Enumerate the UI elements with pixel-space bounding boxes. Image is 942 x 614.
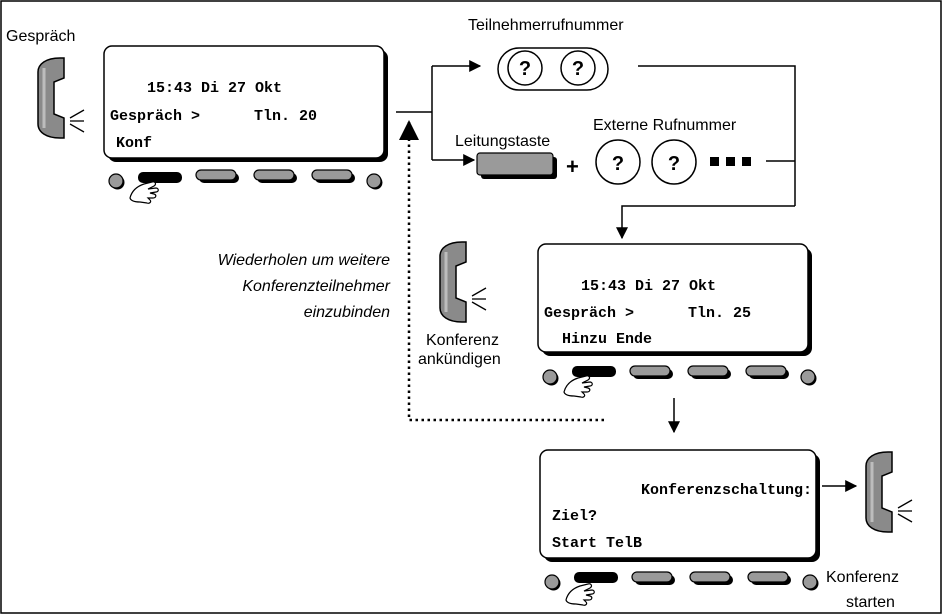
call-label: Gespräch [6,28,75,45]
pressed-softkey-1[interactable] [138,172,182,183]
left-round-key[interactable] [108,173,126,191]
softkey-2[interactable] [631,571,676,586]
ellipsis-dot [742,157,751,166]
softkey-4[interactable] [747,571,792,586]
external-number-keys: ? ? [595,139,751,185]
phone-display-2: 15:43 Di 27 Okt Gespräch > Tln. 25 Hinzu… [537,243,812,356]
display-1-status: Gespräch > Tln. 20 [110,108,317,125]
right-round-key[interactable] [366,173,384,191]
display-2-status: Gespräch > Tln. 25 [544,305,751,322]
pressing-hand-icon [565,583,595,606]
digit-placeholder: ? [668,153,680,175]
display-1-softkey-label: Konf [116,135,152,152]
digit-placeholder: ? [572,58,584,80]
digit-placeholder: ? [519,58,531,80]
start-label-2: starten [846,594,895,611]
digit-placeholder: ? [612,153,624,175]
svg-text:einzubinden: einzubinden [304,304,390,321]
subscriber-number-label: Teilnehmerrufnummer [468,17,624,34]
softkey-3[interactable] [253,169,298,184]
line-key-button [476,152,557,179]
repeat-note: Wiederholen um weitere Konferenzteilnehm… [218,252,391,321]
announce-label-1: Konferenz [426,332,499,349]
keypad-row-3 [544,571,820,606]
ring-waves-icon [897,499,913,523]
ellipsis-dot [726,157,735,166]
keypad-row-1 [108,169,384,204]
softkey-2[interactable] [195,169,240,184]
svg-text:Wiederholen um weitere: Wiederholen um weitere [218,252,390,269]
softkey-4[interactable] [311,169,356,184]
display-3-softkey-labels: Start TelB [552,535,642,552]
phone-display-3: Konferenzschaltung: Ziel? Start TelB [539,449,820,562]
right-round-key[interactable] [802,574,820,592]
ring-waves-icon [471,287,487,311]
left-round-key[interactable] [544,574,562,592]
softkey-4[interactable] [745,365,790,380]
plus-sign: + [566,154,579,179]
pressing-hand-icon [563,375,593,398]
connector-subscriber [638,65,796,206]
subscriber-number-keys: ? ? [497,47,609,91]
start-handset-icon [864,450,894,534]
announce-label-2: ankündigen [418,351,501,368]
keypad-row-2 [542,365,818,398]
display-3-title: Konferenzschaltung: [641,482,812,499]
softkey-3[interactable] [687,365,732,380]
line-key-label: Leitungstaste [455,133,550,150]
left-round-key[interactable] [542,369,560,387]
pressing-hand-icon [129,181,159,204]
softkey-2[interactable] [629,365,674,380]
pressed-softkey-1[interactable] [574,572,618,583]
right-round-key[interactable] [800,369,818,387]
handset-icon [36,56,66,140]
svg-text:Konferenzteilnehmer: Konferenzteilnehmer [242,278,390,295]
start-label-1: Konferenz [826,569,899,586]
phone-display-1: 15:43 Di 27 Okt Gespräch > Tln. 20 Konf [103,45,388,162]
display-3-target: Ziel? [552,508,597,525]
display-1-time: 15:43 Di 27 Okt [147,80,282,97]
ellipsis-dot [710,157,719,166]
pressed-softkey-1[interactable] [572,366,616,377]
external-number-label: Externe Rufnummer [593,117,737,134]
arrow-to-display-2 [616,205,795,240]
softkey-3[interactable] [689,571,734,586]
ring-waves-icon [69,109,85,133]
display-2-time: 15:43 Di 27 Okt [581,278,716,295]
display-2-softkey-labels: Hinzu Ende [562,331,652,348]
announce-handset-icon [438,240,468,324]
